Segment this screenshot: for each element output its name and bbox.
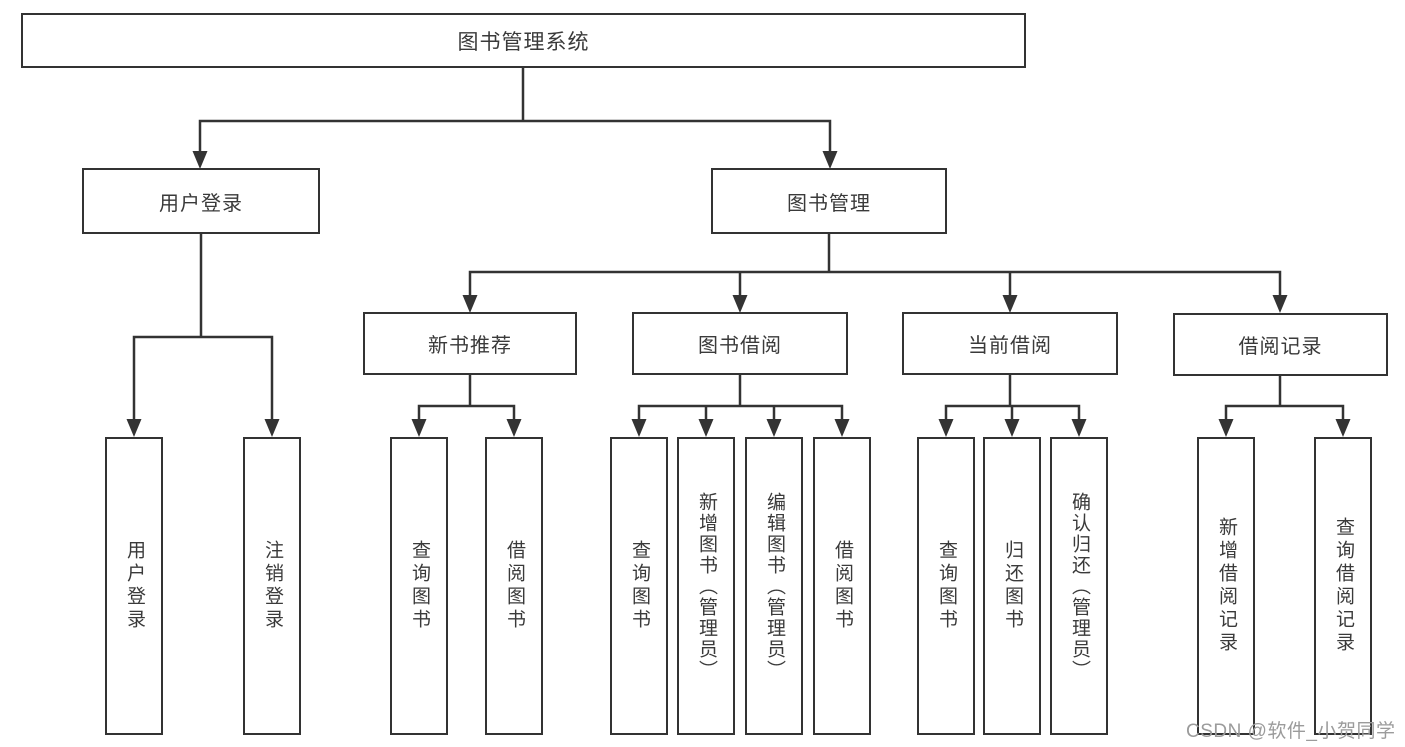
node-borrow-records: 借阅记录 <box>1173 313 1388 376</box>
leaf-query-books-borrow: 查询图书 <box>610 437 668 735</box>
leaf-logout: 注销登录 <box>243 437 301 735</box>
leaf-borrow-books-recommend: 借阅图书 <box>485 437 543 735</box>
leaf-return-books: 归还图书 <box>983 437 1041 735</box>
tree-edges <box>132 68 1345 430</box>
leaf-add-borrow-record: 新增借阅记录 <box>1197 437 1255 735</box>
leaf-query-books-recommend: 查询图书 <box>390 437 448 735</box>
node-book-borrow: 图书借阅 <box>632 312 848 375</box>
leaf-confirm-return-admin: 确认归还（管理员） <box>1050 437 1108 735</box>
node-current-borrow: 当前借阅 <box>902 312 1118 375</box>
leaf-user-login: 用户登录 <box>105 437 163 735</box>
leaf-edit-books-admin: 编辑图书（管理员） <box>745 437 803 735</box>
leaf-add-books-admin: 新增图书（管理员） <box>677 437 735 735</box>
csdn-watermark: CSDN @软件_小贺同学 <box>1186 721 1396 742</box>
node-library-system: 图书管理系统 <box>21 13 1026 68</box>
node-user-login: 用户登录 <box>82 168 320 234</box>
arrowheads <box>126 151 1351 437</box>
node-book-management: 图书管理 <box>711 168 947 234</box>
leaf-borrow-books-borrow: 借阅图书 <box>813 437 871 735</box>
node-new-book-recommend: 新书推荐 <box>363 312 577 375</box>
leaf-query-borrow-record: 查询借阅记录 <box>1314 437 1372 735</box>
leaf-query-books-current: 查询图书 <box>917 437 975 735</box>
